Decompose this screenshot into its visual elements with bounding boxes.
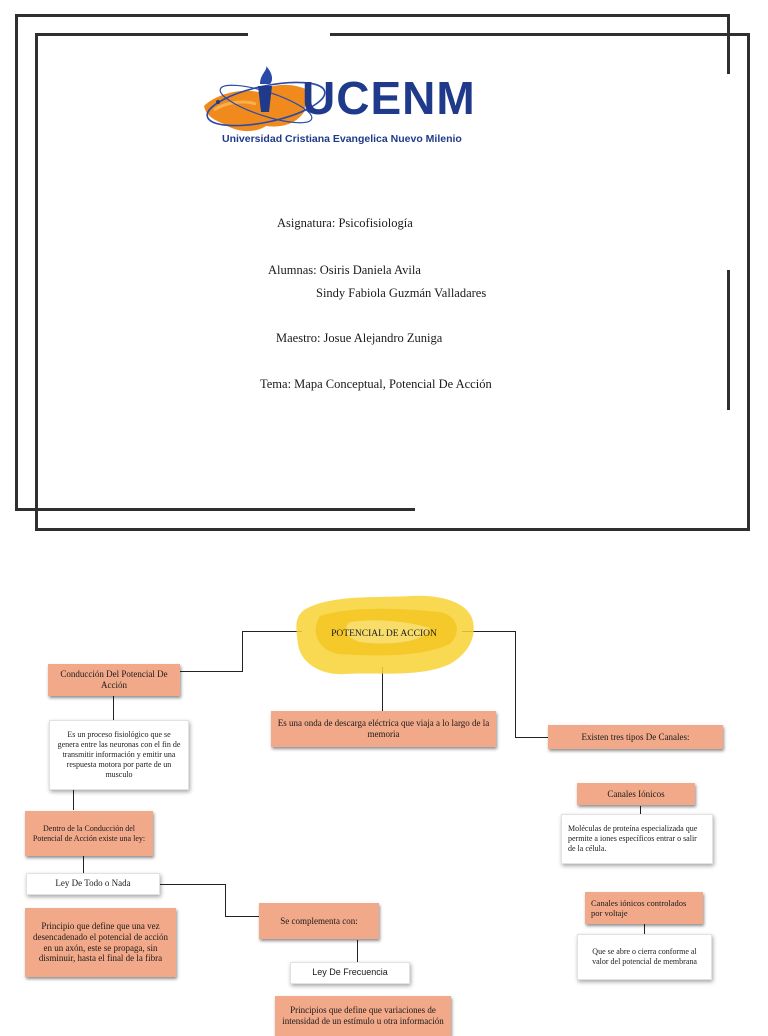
- students-line-1: Alumnas: Osiris Daniela Avila: [268, 263, 421, 277]
- complement-box: Se complementa con:: [259, 903, 379, 939]
- all-or-nothing-law-box: Ley De Todo o Nada: [26, 873, 160, 895]
- central-node-label: POTENCIAL DE ACCION: [331, 629, 437, 639]
- frequency-law-box: Ley De Frecuencia: [290, 962, 410, 984]
- voltage-channels-description-box: Que se abre o cierra conforme al valor d…: [577, 934, 712, 980]
- definition-box: Es una onda de descarga eléctrica que vi…: [271, 711, 496, 747]
- channel-types-box: Existen tres tipos De Canales:: [548, 725, 723, 749]
- logo-emblem-icon: [204, 66, 326, 132]
- subject-line: Asignatura: Psicofisiología: [277, 216, 413, 230]
- logo-subtitle: Universidad Cristiana Evangelica Nuevo M…: [222, 133, 462, 145]
- ionic-channels-box: Canales Iónicos: [577, 783, 695, 805]
- topic-line: Tema: Mapa Conceptual, Potencial De Acci…: [260, 377, 492, 391]
- frequency-description-box: Principios que define que variaciones de…: [275, 996, 451, 1036]
- all-or-nothing-description-box: Principio que define que una vez desenca…: [25, 908, 176, 977]
- voltage-channels-box: Canales iónicos controlados por voltaje: [585, 892, 703, 924]
- watercolor-splash-icon: [296, 595, 474, 675]
- ionic-channels-description-box: Moléculas de proteína especializada que …: [561, 814, 713, 864]
- ucenm-logo: UCENM Universidad Cristiana Evangelica N…: [196, 66, 486, 154]
- central-node: POTENCIAL DE ACCION: [290, 592, 478, 678]
- logo-wordmark: UCENM: [302, 72, 476, 124]
- law-intro-box: Dentro de la Conducción del Potencial de…: [25, 811, 153, 856]
- teacher-line: Maestro: Josue Alejandro Zuniga: [276, 331, 443, 345]
- students-line-2: Sindy Fabiola Guzmán Valladares: [316, 286, 487, 300]
- conduction-title-box: Conducción Del Potencial De Acción: [48, 664, 180, 696]
- conduction-description-box: Es un proceso fisiológico que se genera …: [49, 720, 189, 790]
